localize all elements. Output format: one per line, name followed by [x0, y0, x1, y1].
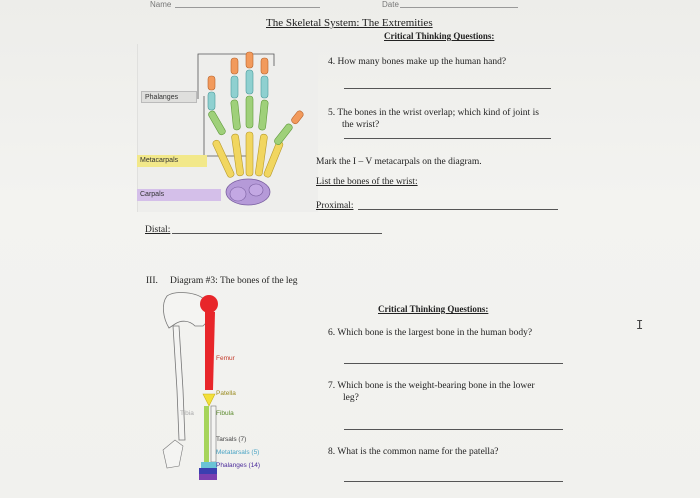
question-7-line-1: 7. Which bone is the weight-bearing bone… [328, 381, 535, 391]
label-metatarsals: Metatarsals (5) [216, 449, 260, 456]
name-line[interactable] [175, 7, 320, 8]
question-4: 4. How many bones make up the human hand… [328, 57, 507, 67]
question-5-line-1: 5. The bones in the wrist overlap; which… [328, 108, 539, 118]
answer-line-q6[interactable] [344, 363, 563, 364]
question-7-line-2: leg? [343, 393, 359, 403]
name-label: Name [150, 0, 172, 9]
page-title: The Skeletal System: The Extremities [266, 17, 433, 29]
answer-line-distal[interactable] [172, 233, 382, 234]
label-metacarpals: Metacarpals [137, 155, 207, 167]
answer-line-q7[interactable] [344, 429, 563, 430]
label-phalanges: Phalanges [141, 91, 197, 103]
question-5-line-2: the wrist? [342, 120, 380, 130]
hand-illustration [197, 51, 304, 206]
hand-diagram [137, 44, 318, 212]
section-3-number: III. [146, 276, 158, 286]
answer-line-q4[interactable] [344, 88, 551, 89]
answer-line-q5[interactable] [344, 138, 551, 139]
proximal-label: Proximal: [316, 201, 354, 211]
leg-illustration [162, 292, 218, 480]
list-wrist-bones-heading: List the bones of the wrist: [316, 177, 418, 187]
label-femur: Femur [216, 355, 235, 362]
critical-thinking-heading-1: Critical Thinking Questions: [384, 31, 495, 41]
critical-thinking-heading-2: Critical Thinking Questions: [378, 304, 489, 314]
answer-line-proximal[interactable] [358, 209, 558, 210]
answer-line-q8[interactable] [344, 481, 563, 482]
date-label: Date [382, 0, 399, 9]
label-carpals: Carpals [137, 189, 221, 201]
distal-label: Distal: [145, 225, 171, 235]
date-line[interactable] [400, 7, 518, 8]
label-fibula: Fibula [216, 410, 234, 417]
text-cursor-icon: I [636, 318, 644, 332]
question-6: 6. Which bone is the largest bone in the… [328, 328, 533, 338]
label-phalanges-leg: Phalanges (14) [216, 462, 261, 469]
label-tarsals: Tarsals (7) [216, 436, 247, 443]
label-tibia: Tibia [180, 410, 194, 417]
question-8: 8. What is the common name for the patel… [328, 447, 499, 457]
leg-diagram [155, 290, 265, 488]
diagram-3-title: Diagram #3: The bones of the leg [170, 276, 298, 286]
label-patella: Patella [216, 390, 236, 397]
instruction-mark-metacarpals: Mark the I – V metacarpals on the diagra… [316, 157, 482, 167]
